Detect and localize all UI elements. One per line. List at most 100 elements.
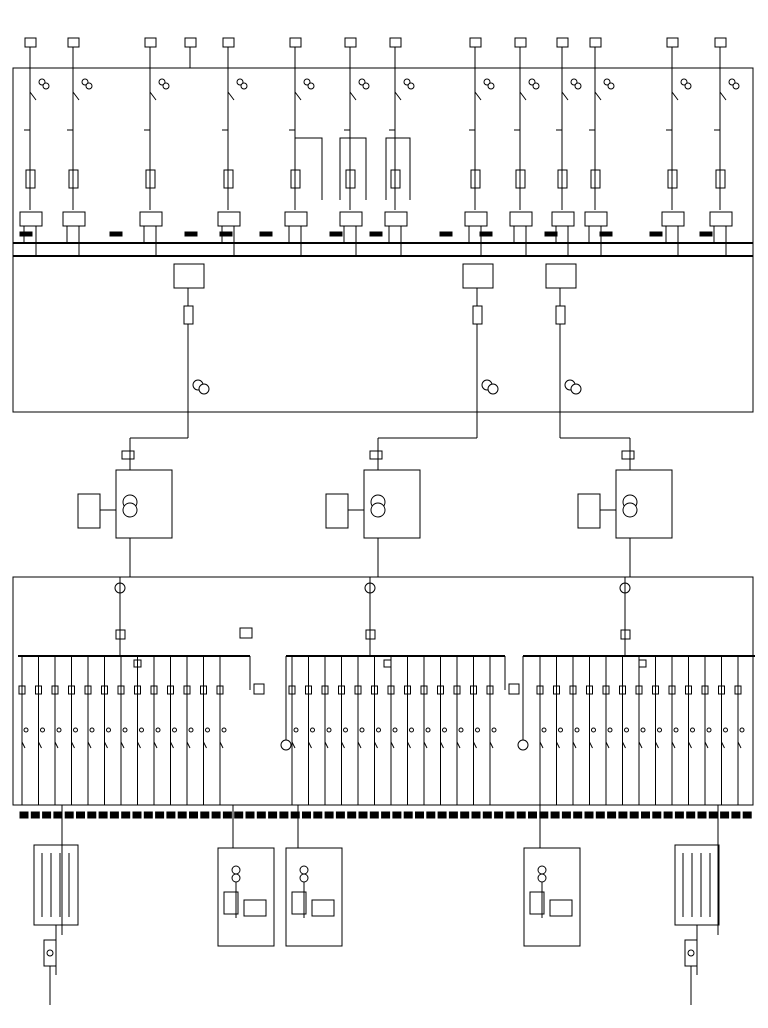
feeder-breaker (602, 685, 610, 695)
outgoing-terminal (381, 811, 391, 819)
feeder-ct (310, 727, 315, 733)
transformer-feeder-bay (462, 263, 499, 412)
feeder-switch (87, 741, 92, 749)
outgoing-terminal (30, 811, 40, 819)
cabinet-frame (33, 844, 79, 926)
switch-cubicle (551, 211, 575, 227)
feeder-switch (71, 741, 75, 749)
lv-feeder (117, 656, 128, 805)
feeder-switch (38, 741, 42, 749)
ct-symbol (198, 383, 210, 395)
lv-feeder (68, 656, 78, 805)
outgoing-terminal (426, 811, 436, 819)
ct-symbol (158, 78, 166, 86)
outgoing-terminal (76, 811, 85, 819)
switch-cubicle (464, 211, 488, 227)
transformer-winding (370, 502, 386, 518)
feeder-breaker (200, 685, 207, 695)
incomer-terminal-icon (514, 37, 527, 48)
feeder-ct (106, 727, 111, 733)
ct-symbol (528, 78, 536, 86)
generator-panel (523, 847, 581, 947)
bus-label-tag (479, 231, 493, 237)
feeder-breaker (701, 685, 709, 695)
disconnector-blade (149, 91, 157, 101)
feeder-ct (139, 727, 144, 733)
feeder-ct (409, 727, 414, 733)
outgoing-terminal (437, 811, 447, 819)
ct-symbol (732, 82, 740, 90)
relay-box (549, 899, 573, 917)
circuit-breaker-box (557, 169, 568, 189)
feeder-ct (541, 727, 547, 733)
outgoing-terminal (166, 811, 176, 819)
outgoing-terminal (708, 811, 718, 819)
lv-feeder (167, 656, 177, 805)
generator-panel (217, 847, 275, 947)
coupler-breaker (508, 683, 520, 695)
lv-feeder (134, 656, 144, 805)
switch-cubicle (584, 211, 608, 227)
lv-feeder (338, 656, 348, 805)
lv-feeder (553, 656, 563, 805)
earth-transformer (280, 739, 292, 751)
feeder-breaker (553, 685, 560, 695)
outgoing-terminal (42, 811, 52, 819)
cabinet-frame (674, 844, 720, 926)
feeder-switch (539, 741, 544, 749)
feeder-breaker (555, 305, 566, 325)
lv-incomer (114, 577, 142, 668)
outgoing-terminal (155, 811, 165, 819)
feeder-ct (23, 727, 29, 733)
feeder-ct (293, 727, 299, 733)
transformer-unit (77, 412, 189, 577)
feeder-breaker (35, 685, 42, 695)
hv-feeder-bay (464, 68, 495, 256)
lv-feeder (371, 656, 381, 805)
generator-symbol (46, 949, 54, 957)
feeder-switch (556, 741, 560, 749)
ct-symbol (307, 82, 315, 90)
feeder-switch (219, 741, 224, 749)
circuit-breaker-box (390, 169, 401, 189)
bus-label-tag (329, 231, 343, 237)
meter-box (383, 659, 392, 668)
feeder-ct (40, 727, 45, 733)
transformer-feeder-bay (545, 263, 582, 412)
bus-label-tag (109, 231, 123, 237)
outgoing-terminal (482, 811, 492, 819)
outgoing-terminal (234, 811, 244, 819)
panel-frame (285, 847, 343, 947)
switch-cubicle (661, 211, 685, 227)
feeder-breaker (117, 685, 125, 695)
hv-feeder-bay (339, 68, 370, 256)
lv-incomer (364, 577, 392, 668)
lv-outgoing-feeders (18, 577, 745, 805)
outgoing-terminal (313, 811, 323, 819)
outgoing-terminal (369, 811, 379, 819)
outgoing-terminal (200, 811, 210, 819)
lv-feeder (718, 656, 728, 805)
incomer-terminal-icon (666, 37, 679, 48)
disconnector-blade (72, 91, 80, 101)
ct-symbol (407, 82, 415, 90)
incomer-terminal-icon (144, 37, 157, 48)
feeder-ct (188, 727, 194, 733)
earth-transformer-icon (239, 627, 253, 639)
feeder-ct (89, 727, 95, 733)
feeder-breaker (470, 685, 477, 695)
outgoing-terminal (222, 811, 232, 819)
feeder-switch (456, 741, 461, 749)
feeder-ct (706, 727, 712, 733)
feeder-switch (186, 741, 191, 749)
incomer-terminal-icon (589, 37, 602, 48)
disconnector-blade (294, 91, 302, 101)
incomer-terminal-icon (344, 37, 357, 48)
ct-symbol (607, 82, 615, 90)
outgoing-terminal (324, 811, 334, 819)
feeder-ct (221, 727, 227, 733)
feeder-breaker (321, 685, 329, 695)
bus-label-tag (544, 231, 558, 237)
ct-symbol (162, 82, 170, 90)
outgoing-terminal (87, 811, 97, 819)
